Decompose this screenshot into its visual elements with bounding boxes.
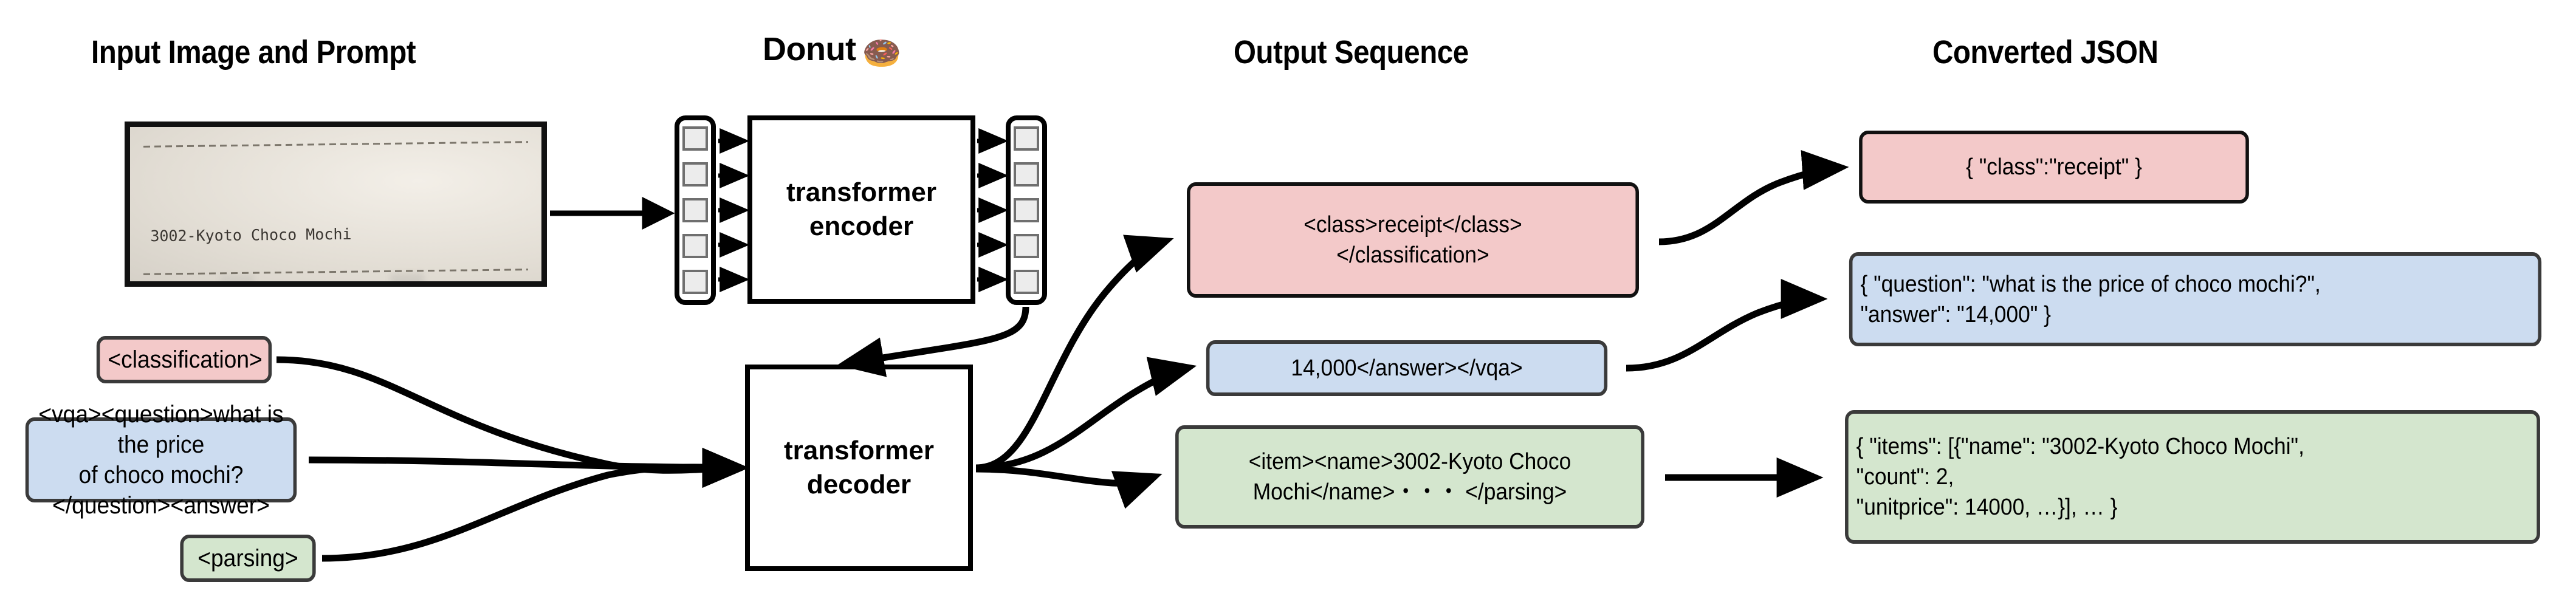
output-box-vqa: 14,000</answer></vqa> bbox=[1206, 340, 1608, 396]
heading-output-sequence: Output Sequence bbox=[1234, 34, 1469, 70]
arrows-tokens-to-encoder bbox=[718, 128, 750, 292]
heading-donut: Donut🍩 bbox=[763, 30, 901, 72]
token-square bbox=[1014, 270, 1039, 294]
json-box-parsing: { "items": [{"name": "3002-Kyoto Choco M… bbox=[1845, 410, 2540, 544]
arrow-parsing-prompt-to-decoder bbox=[321, 447, 749, 562]
token-square bbox=[1014, 198, 1039, 222]
doughnut-emoji-icon: 🍩 bbox=[862, 36, 901, 71]
json-vqa-text: { "question": "what is the price of choc… bbox=[1860, 271, 2321, 327]
transformer-decoder-label: transformer decoder bbox=[784, 436, 934, 499]
arrows-encoder-to-tokens bbox=[977, 128, 1009, 292]
receipt-paper-background bbox=[130, 127, 541, 281]
json-box-vqa: { "question": "what is the price of choc… bbox=[1849, 252, 2542, 346]
json-box-classification: { "class":"receipt" } bbox=[1859, 131, 2249, 204]
receipt-line: 3002-Kyoto Choco Mochi bbox=[130, 196, 540, 245]
prompt-vqa-label: <vqa><question>what is the price of choc… bbox=[38, 401, 284, 519]
token-square bbox=[682, 234, 708, 258]
output-box-classification: <class>receipt</class> </classification> bbox=[1187, 182, 1639, 298]
prompt-classification-label: <classification> bbox=[108, 346, 263, 373]
arrow-output-to-json-classification bbox=[1658, 150, 1849, 245]
token-square bbox=[682, 162, 708, 187]
receipt-redaction-mask bbox=[390, 273, 425, 281]
heading-input-image-and-prompt: Input Image and Prompt bbox=[91, 34, 416, 70]
transformer-encoder-label: transformer encoder bbox=[786, 177, 936, 241]
heading-donut-label: Donut bbox=[763, 31, 856, 67]
receipt-input-image: 3002-Kyoto Choco Mochi 14.000 x2 28.000 … bbox=[125, 122, 547, 287]
transformer-encoder-block: transformer encoder bbox=[747, 115, 975, 304]
output-box-parsing: <item><name>3002-Kyoto Choco Mochi</name… bbox=[1175, 425, 1644, 529]
output-parsing-text: <item><name>3002-Kyoto Choco Mochi</name… bbox=[1248, 449, 1571, 505]
json-parsing-text: { "items": [{"name": "3002-Kyoto Choco M… bbox=[1856, 434, 2304, 520]
json-classification-text: { "class":"receipt" } bbox=[1966, 154, 2142, 180]
output-classification-text: <class>receipt</class> </classification> bbox=[1303, 212, 1522, 268]
receipt-text: 3002-Kyoto Choco Mochi 14.000 x2 28.000 … bbox=[130, 149, 541, 281]
token-square bbox=[1014, 234, 1039, 258]
arrow-output-to-json-vqa bbox=[1626, 279, 1828, 372]
receipt-item-name: 3002-Kyoto Choco Mochi bbox=[150, 225, 352, 245]
arrow-decoder-to-output-classification bbox=[975, 235, 1174, 471]
receipt-redaction-mask bbox=[220, 275, 255, 281]
encoder-input-token-stack bbox=[675, 115, 716, 305]
arrow-vqa-prompt-to-decoder bbox=[308, 447, 749, 488]
arrow-classification-prompt-to-decoder bbox=[276, 356, 749, 488]
prompt-parsing-label: <parsing> bbox=[197, 545, 298, 572]
token-square bbox=[682, 126, 708, 151]
arrow-decoder-to-output-parsing bbox=[975, 465, 1163, 509]
prompt-box-classification: <classification> bbox=[96, 336, 272, 383]
token-square bbox=[682, 198, 708, 222]
prompt-box-parsing: <parsing> bbox=[180, 535, 316, 582]
output-vqa-text: 14,000</answer></vqa> bbox=[1291, 355, 1523, 381]
token-square bbox=[1014, 126, 1039, 151]
arrow-encoder-output-to-decoder bbox=[837, 306, 1029, 377]
token-square bbox=[682, 270, 708, 294]
encoder-output-token-stack bbox=[1006, 115, 1047, 305]
prompt-box-vqa: <vqa><question>what is the price of choc… bbox=[25, 401, 297, 519]
arrow-decoder-to-output-vqa bbox=[975, 357, 1197, 471]
token-square bbox=[1014, 162, 1039, 187]
transformer-decoder-block: transformer decoder bbox=[745, 365, 973, 571]
heading-converted-json: Converted JSON bbox=[1932, 34, 2159, 70]
